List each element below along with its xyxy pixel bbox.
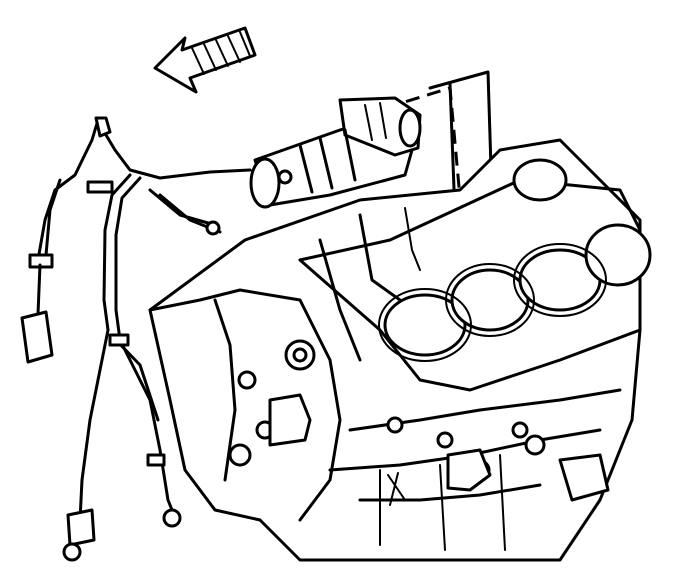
- cylinder-bore: [512, 158, 568, 202]
- starter-motor: [249, 96, 422, 209]
- cylinder-bore: [383, 293, 467, 357]
- engine-block: [148, 138, 642, 562]
- cylinder-bores: [378, 158, 652, 362]
- cylinder-bore: [584, 223, 652, 287]
- direction-arrow-icon: [153, 26, 257, 94]
- wiring-harness: [20, 116, 252, 562]
- cylinder-bore: [450, 268, 530, 332]
